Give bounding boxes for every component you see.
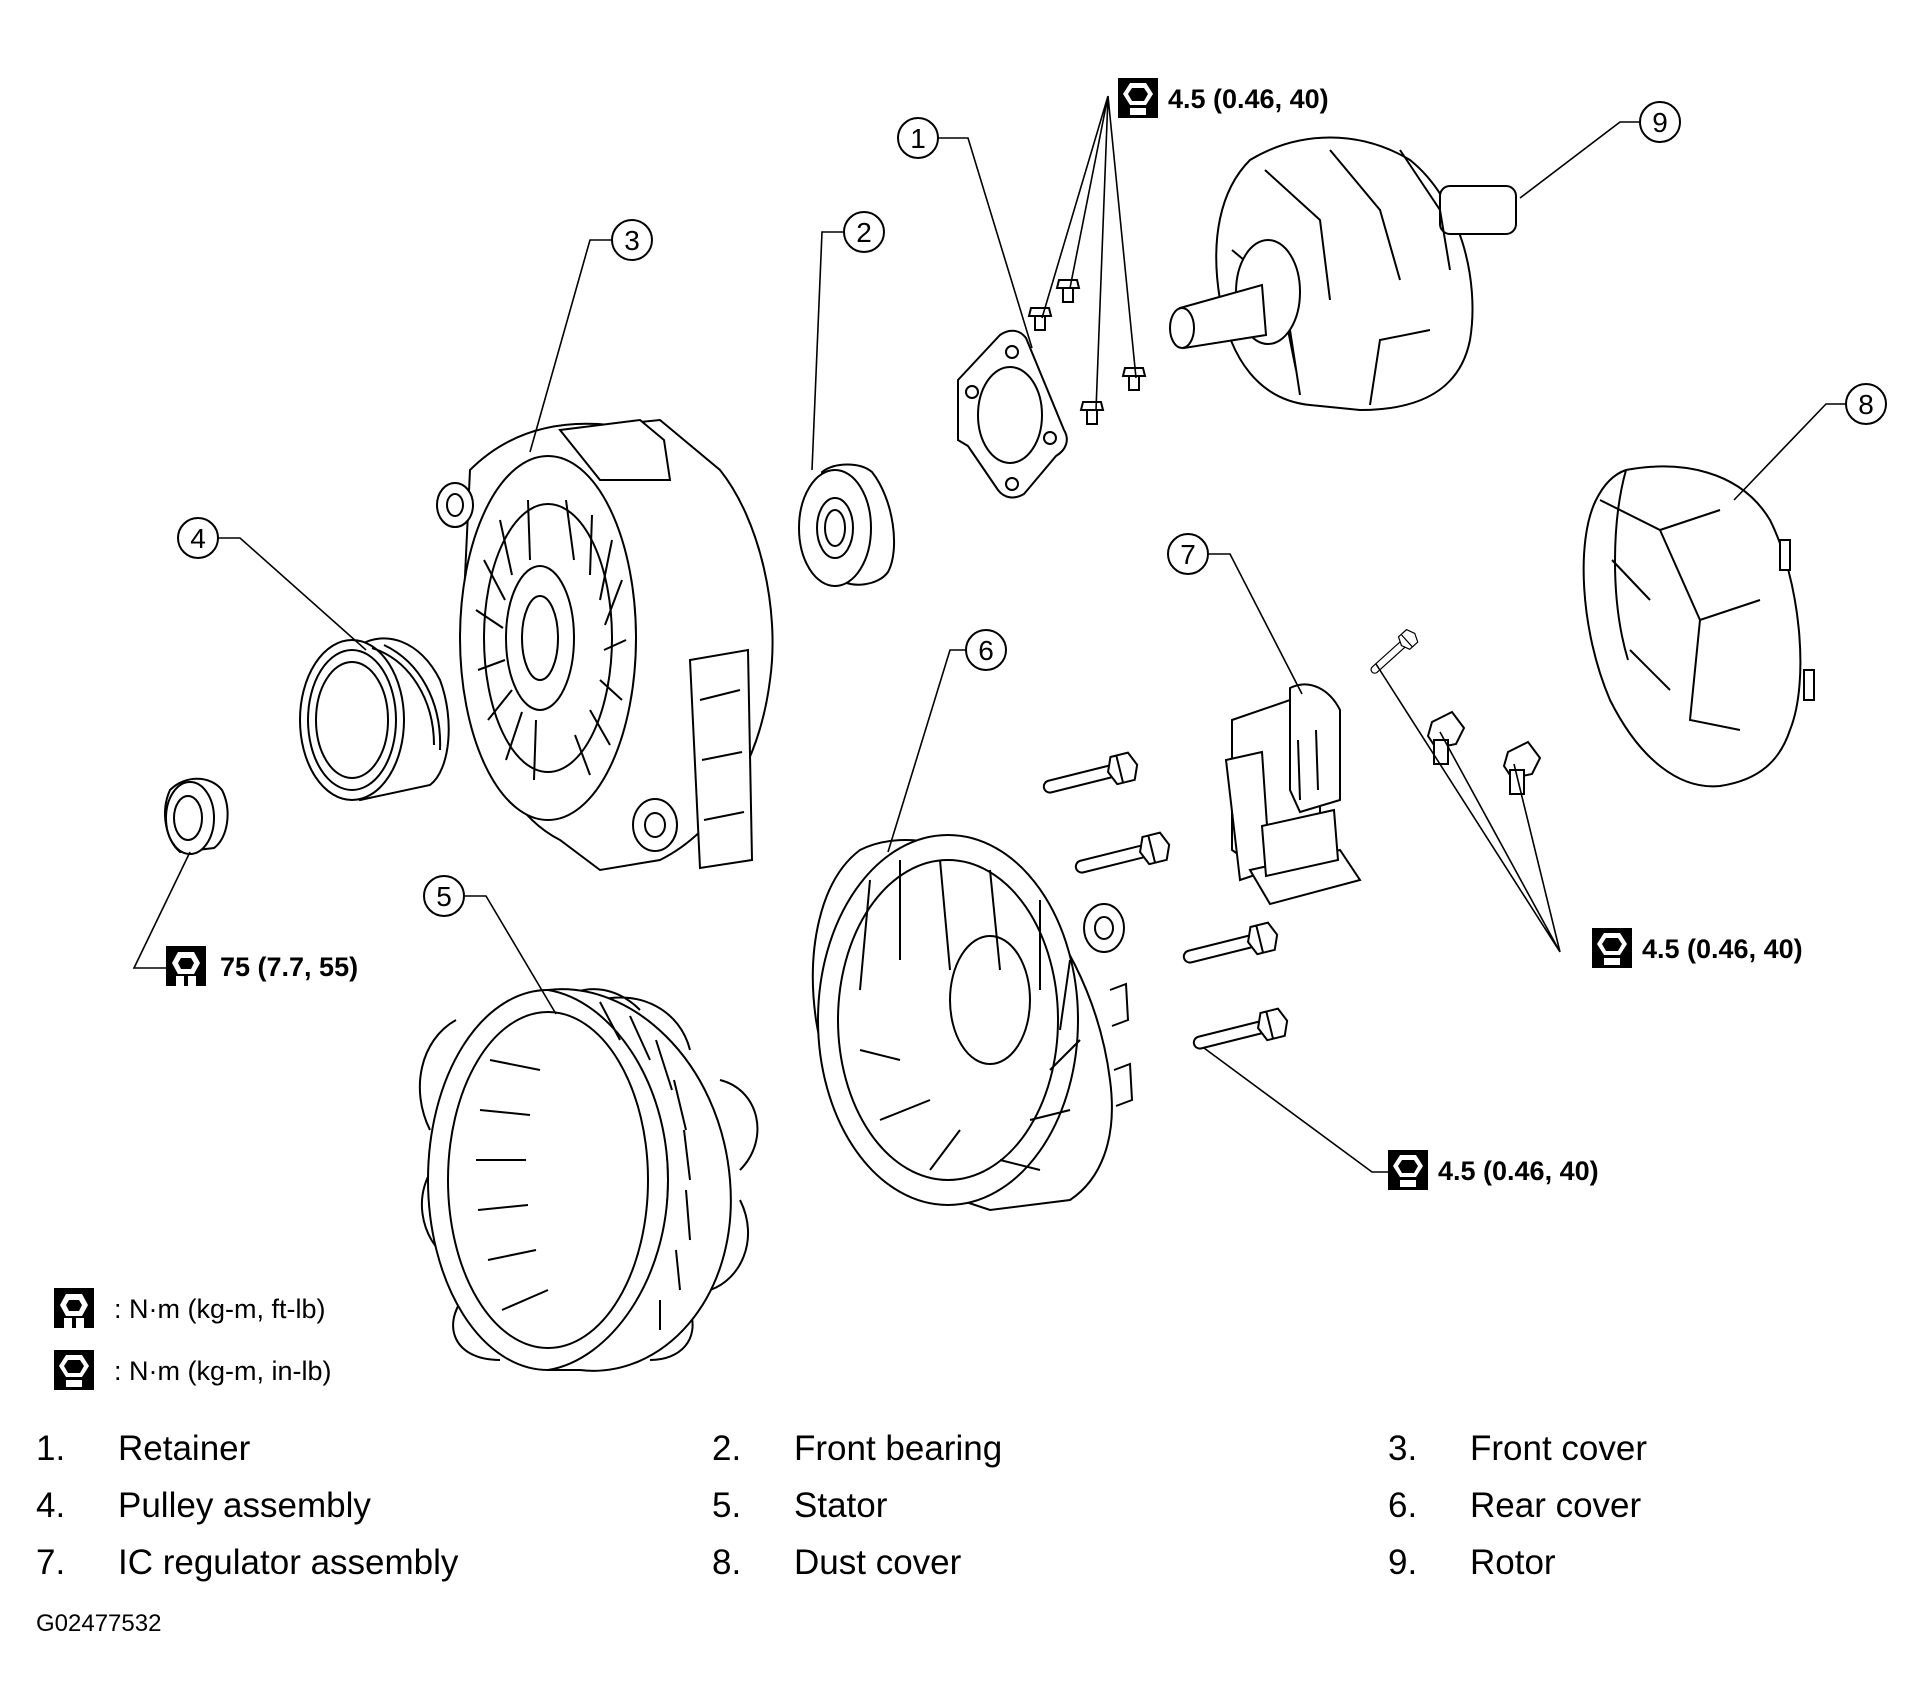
dust-cover: [1582, 465, 1815, 788]
svg-text:: N·m (kg-m, in-lb): : N·m (kg-m, in-lb): [114, 1356, 332, 1386]
wrench-ft-lb-icon: [54, 1288, 94, 1328]
wrench-in-lb-icon: [1592, 928, 1632, 968]
svg-text:4.5 (0.46, 40): 4.5 (0.46, 40): [1642, 934, 1803, 964]
pulley-nut: [164, 777, 229, 855]
svg-text:9: 9: [1652, 107, 1668, 138]
rotor: [1169, 136, 1517, 412]
svg-text:3: 3: [624, 225, 640, 256]
parts-list: 1.Retainer 2.Front bearing 3.Front cover…: [36, 1424, 1896, 1595]
torque-spec-pulley: 75 (7.7, 55): [166, 946, 358, 986]
torque-spec-retainer: 4.5 (0.46, 40): [1118, 78, 1329, 118]
torque-spec-regulator: 4.5 (0.46, 40): [1592, 928, 1803, 968]
svg-text:2: 2: [856, 217, 872, 248]
callout-8: 8: [1845, 383, 1887, 425]
torque-spec-rear-cover: 4.5 (0.46, 40): [1388, 1150, 1599, 1190]
parts-row: 1.Retainer 2.Front bearing 3.Front cover: [36, 1429, 1647, 1468]
rear-cover: [811, 834, 1134, 1212]
svg-text:4.5 (0.46, 40): 4.5 (0.46, 40): [1168, 84, 1329, 114]
callout-7: 7: [1167, 533, 1209, 575]
regulator-bolts: [1365, 626, 1542, 795]
callout-6: 6: [965, 629, 1007, 671]
wrench-in-lb-icon: [1388, 1150, 1428, 1190]
figure-id: G02477532: [36, 1610, 162, 1637]
callout-2: 2: [843, 211, 885, 253]
leader-lines: [132, 95, 1846, 1173]
svg-text:1: 1: [910, 123, 926, 154]
legend-in-lb: : N·m (kg-m, in-lb): [54, 1350, 332, 1390]
callout-5: 5: [423, 875, 465, 917]
svg-text:6: 6: [978, 635, 994, 666]
svg-text:5: 5: [436, 881, 452, 912]
ic-regulator-assembly: [1224, 683, 1362, 906]
svg-text:4.5 (0.46, 40): 4.5 (0.46, 40): [1438, 1156, 1599, 1186]
callout-9: 9: [1639, 101, 1681, 143]
front-bearing: [798, 463, 896, 587]
front-cover: [436, 418, 774, 872]
legend-ft-lb: : N·m (kg-m, ft-lb): [54, 1288, 325, 1328]
callout-3: 3: [611, 219, 653, 261]
callout-1: 1: [897, 117, 939, 159]
svg-text:: N·m (kg-m, ft-lb): : N·m (kg-m, ft-lb): [114, 1294, 325, 1324]
wrench-in-lb-icon: [1118, 78, 1158, 118]
callout-4: 4: [177, 517, 219, 559]
parts-row: 7.IC regulator assembly 8.Dust cover 9.R…: [36, 1543, 1556, 1582]
wrench-in-lb-icon: [54, 1350, 94, 1390]
pulley-assembly: [299, 637, 450, 802]
retainer: [957, 329, 1068, 499]
svg-text:8: 8: [1858, 389, 1874, 420]
svg-text:4: 4: [190, 523, 206, 554]
parts-row: 4.Pulley assembly 5.Stator 6.Rear cover: [36, 1486, 1642, 1525]
svg-text:7: 7: [1180, 539, 1196, 570]
svg-text:75 (7.7, 55): 75 (7.7, 55): [220, 952, 358, 982]
wrench-ft-lb-icon: [166, 946, 206, 986]
stator: [418, 988, 759, 1372]
